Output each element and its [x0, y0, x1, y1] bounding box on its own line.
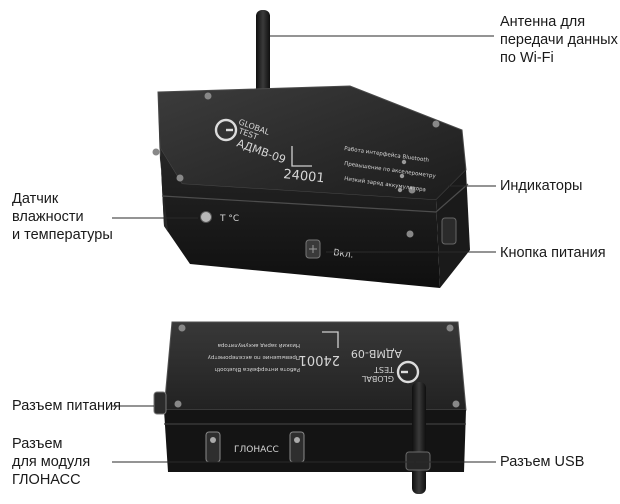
axis-icon [322, 331, 339, 348]
bottom-brand-line1: GLOBAL [361, 374, 394, 383]
callout-sensor: Датчик влажности и температуры [12, 190, 113, 244]
left-face [158, 92, 168, 232]
callout-power-button-line-1: Кнопка питания [500, 245, 606, 261]
screw-icon [446, 324, 454, 332]
callout-antenna-line-2: передачи данных [500, 32, 618, 48]
callout-sensor-line-2: влажности [12, 209, 84, 225]
callout-sensor-line-1: Датчик [12, 191, 59, 207]
sensor-marking: T °C [219, 214, 239, 224]
power-button-label: Вкл. [333, 248, 354, 261]
glonass-connector-2 [289, 431, 305, 463]
glonass-connector [205, 431, 221, 463]
power-button[interactable] [305, 239, 321, 259]
screw-icon [406, 230, 414, 238]
callout-glonass-line-2: для модуля [12, 454, 91, 470]
callout-antenna: Антенна для передачи данных по Wi-Fi [500, 13, 618, 67]
bottom-legend-line-1: Работа интерфейса Bluetooth [214, 366, 300, 373]
callout-glonass-line-3: ГЛОНАСС [12, 472, 81, 488]
callout-antenna-line-1: Антенна для [500, 14, 586, 30]
callout-indicators: Индикаторы [500, 177, 582, 195]
indicator-led [397, 187, 403, 193]
lid-seam [161, 183, 469, 213]
bottom-serial-number: 24001 [299, 352, 340, 367]
callout-antenna-line-3: по Wi-Fi [500, 50, 554, 66]
screw-icon [452, 400, 460, 408]
leader-lines [112, 35, 496, 463]
bottom-legend-line-2: Превышение по акселерометру [207, 354, 300, 360]
humidity-sensor [200, 211, 212, 223]
callout-glonass-line-1: Разъем [12, 436, 63, 452]
bottom-front-face [164, 410, 466, 472]
screw-icon [176, 174, 184, 182]
screw-icon [152, 148, 160, 156]
indicator-led [401, 159, 407, 165]
serial-number: 24001 [283, 167, 326, 186]
screw-icon [178, 324, 186, 332]
screw-icon [432, 120, 440, 128]
callout-power-connector-line-1: Разъем питания [12, 398, 121, 414]
front-face [160, 148, 440, 288]
callout-sensor-line-3: и температуры [12, 227, 113, 243]
bottom-antenna [412, 382, 426, 494]
callout-power-connector: Разъем питания [12, 397, 121, 415]
bottom-model-label: АДМВ-09 [351, 347, 402, 360]
power-connector [153, 391, 167, 415]
screw-icon [204, 92, 212, 100]
side-connector [441, 217, 457, 245]
usb-connector [405, 451, 431, 471]
callout-usb-line-1: Разъем USB [500, 454, 585, 470]
glonass-label: ГЛОНАСС [234, 445, 279, 455]
top-device: GLOBAL TEST АДМВ-09 24001 Работа интерфе… [152, 10, 470, 288]
bottom-markings: GLOBAL TEST АДМВ-09 24001 Работа интерфе… [207, 331, 420, 384]
logo-icon [396, 360, 420, 384]
callout-usb-connector: Разъем USB [500, 453, 584, 471]
bottom-legend-line-3: Низкий заряд аккумулятора [218, 342, 300, 349]
callout-power-button: Кнопка питания [500, 244, 606, 262]
bottom-brand-line2: TEST [374, 365, 395, 374]
callout-glonass-connector: Разъем для модуля ГЛОНАСС [12, 435, 90, 489]
screw-icon [408, 186, 416, 194]
callout-indicators-line-1: Индикаторы [500, 178, 583, 194]
bottom-device: GLOBAL TEST АДМВ-09 24001 Работа интерфе… [153, 321, 467, 494]
axis-icon [291, 146, 312, 167]
screw-icon [174, 400, 182, 408]
logo-icon [214, 118, 238, 142]
indicator-led [399, 173, 405, 179]
